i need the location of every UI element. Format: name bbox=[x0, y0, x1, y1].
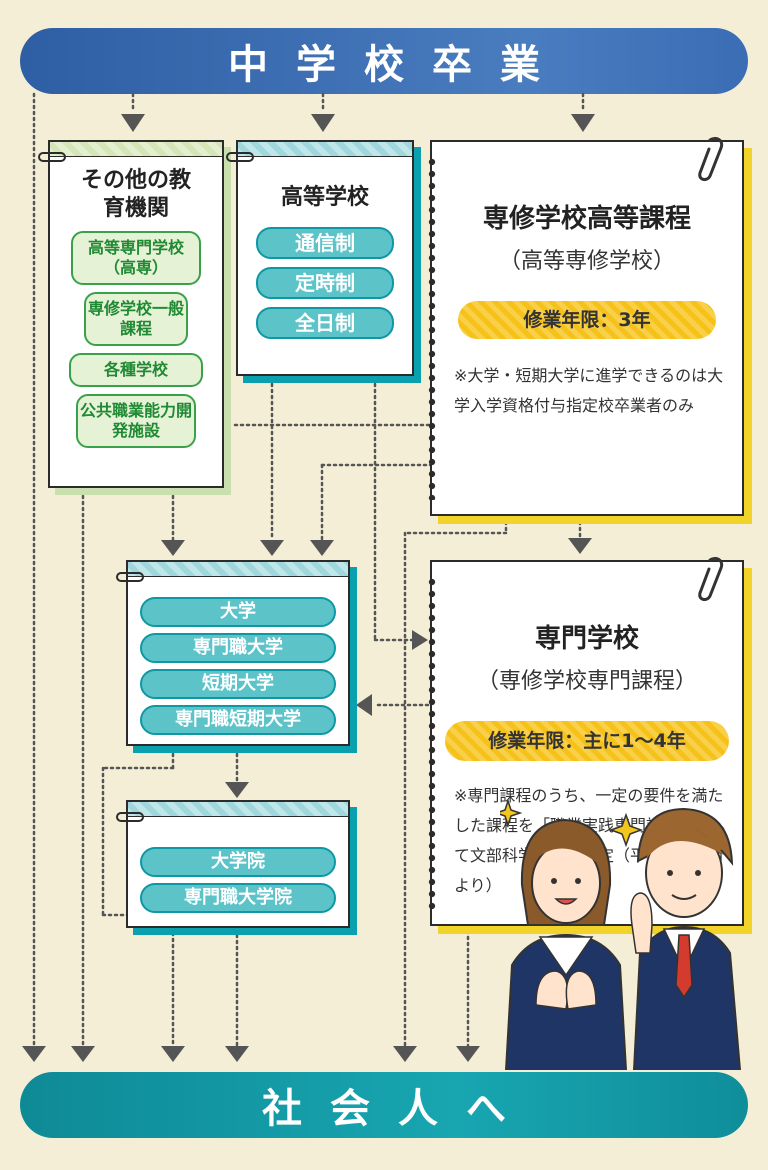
high-school-card: 高等学校 通信制 定時制 全日制 bbox=[226, 140, 414, 376]
spiral-binding bbox=[426, 156, 438, 500]
university-card: 大学 専門職大学 短期大学 専門職短期大学 bbox=[116, 560, 350, 746]
senmon-title: 専門学校 bbox=[534, 624, 639, 654]
bottom-banner-text: 社会人へ bbox=[262, 1086, 534, 1132]
spiral-binding bbox=[426, 576, 438, 910]
professional-graduate-school-button: 専門職大学院 bbox=[140, 883, 336, 913]
other-institutions-card: その他の教育機関 高等専門学校（高専） 専修学校一般課程 各種学校 公共職業能力… bbox=[38, 140, 224, 488]
top-banner: 中学校卒業 bbox=[20, 28, 748, 94]
clip-icon bbox=[38, 152, 66, 162]
card-header-strip bbox=[50, 142, 222, 157]
top-banner-text: 中学校卒業 bbox=[228, 42, 568, 88]
vocational-facility-button: 公共職業能力開発施設 bbox=[76, 394, 196, 448]
students-illustration bbox=[500, 798, 742, 1070]
professional-junior-college-button: 専門職短期大学 bbox=[140, 705, 336, 735]
card-header-strip bbox=[128, 802, 348, 817]
clip-icon bbox=[226, 152, 254, 162]
high-school-title: 高等学校 bbox=[280, 185, 369, 210]
sparkle-icon bbox=[608, 812, 644, 848]
sparkle-icon bbox=[500, 798, 523, 828]
senshu-high-subtitle: （高等専修学校） bbox=[498, 249, 675, 274]
duration-badge: 修業年限：主に1〜4年 bbox=[445, 721, 729, 761]
various-schools-button: 各種学校 bbox=[69, 353, 203, 387]
paperclip-icon bbox=[698, 556, 724, 602]
paperclip-icon bbox=[698, 136, 724, 182]
senshu-high-card: 専修学校高等課程 （高等専修学校） 修業年限：3年 ※大学・短期大学に進学できる… bbox=[426, 136, 744, 516]
card-header-strip bbox=[238, 142, 412, 157]
clip-icon bbox=[116, 572, 144, 582]
duration-badge: 修業年限：3年 bbox=[458, 301, 716, 339]
graduate-school-button: 大学院 bbox=[140, 847, 336, 877]
junior-college-button: 短期大学 bbox=[140, 669, 336, 699]
part-time-button: 定時制 bbox=[256, 267, 394, 299]
university-button: 大学 bbox=[140, 597, 336, 627]
professional-university-button: 専門職大学 bbox=[140, 633, 336, 663]
full-time-button: 全日制 bbox=[256, 307, 394, 339]
clip-icon bbox=[116, 812, 144, 822]
bottom-banner: 社会人へ bbox=[20, 1072, 748, 1138]
kosen-button: 高等専門学校（高専） bbox=[71, 231, 201, 285]
other-institutions-title: その他の教育機関 bbox=[80, 168, 191, 221]
correspondence-button: 通信制 bbox=[256, 227, 394, 259]
card-header-strip bbox=[128, 562, 348, 577]
senshu-high-title: 専修学校高等課程 bbox=[482, 204, 691, 234]
graduate-card: 大学院 専門職大学院 bbox=[116, 800, 350, 928]
senmon-subtitle: （専修学校専門課程） bbox=[476, 669, 697, 694]
senshu-general-button: 専修学校一般課程 bbox=[84, 292, 188, 346]
senshu-high-note: ※大学・短期大学に進学できるのは大学入学資格付与指定校卒業者のみ bbox=[454, 366, 724, 415]
